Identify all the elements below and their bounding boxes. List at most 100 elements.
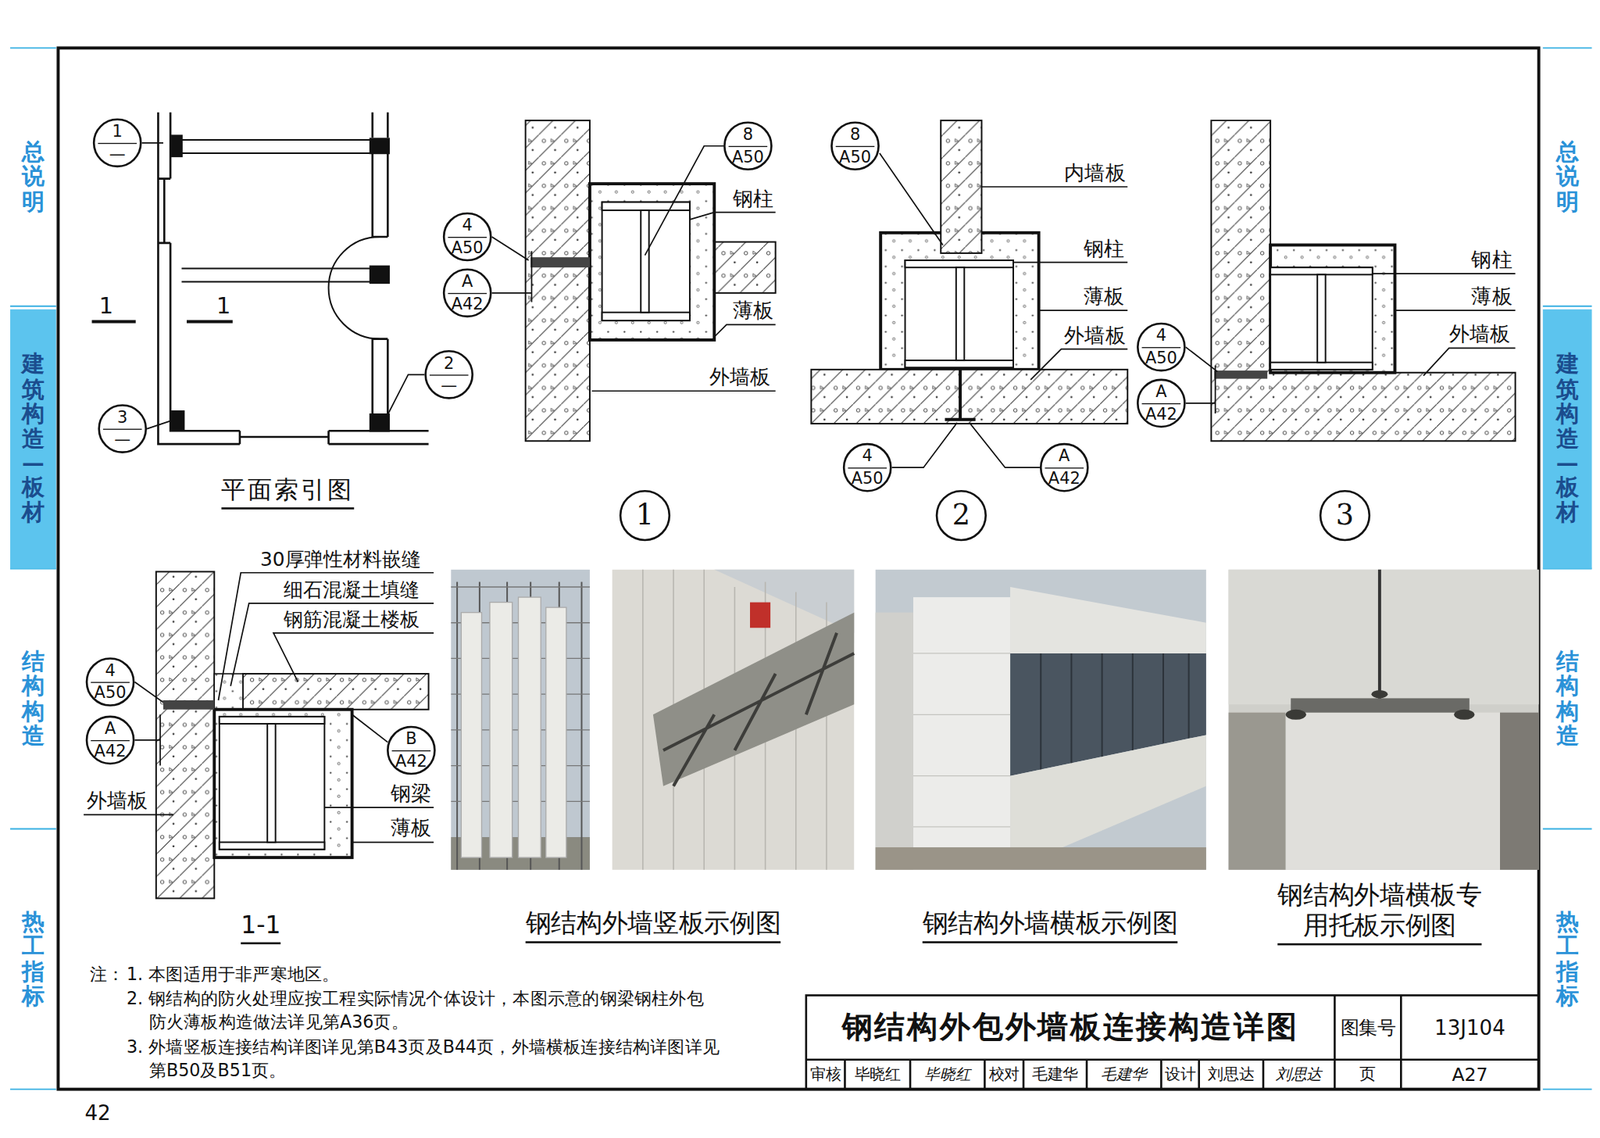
column-mark [369, 265, 390, 285]
connector-plate [944, 369, 975, 420]
callout-number: 8 [832, 124, 878, 145]
photo-vertical-install [663, 632, 854, 786]
plan-wall [328, 236, 380, 340]
leader-line [1185, 273, 1516, 414]
column-mark [170, 134, 183, 158]
steel-beam [267, 723, 275, 843]
leader-line [1185, 273, 1516, 414]
photo-horizontal-panels [1010, 586, 1207, 654]
index-callout: 4A50 [1136, 322, 1186, 372]
divider-line [835, 145, 875, 147]
title-block [806, 994, 1540, 1089]
figure-number: 2 [935, 489, 987, 541]
photo-vertical-panels [457, 581, 582, 869]
steel-column [602, 202, 690, 322]
photo-horizontal-panels [875, 846, 1207, 870]
divider-line [392, 749, 432, 751]
steel-column [905, 360, 1014, 368]
section-mark [92, 319, 233, 323]
index-callout: 2— [424, 350, 474, 400]
index-callout: AA42 [85, 715, 136, 765]
photo-horizontal-panels [875, 569, 1207, 870]
wall-panel-section [1210, 120, 1515, 441]
photo-support-plate [1378, 569, 1382, 704]
part-label: 薄板 [1083, 283, 1125, 308]
leader-line [492, 146, 776, 391]
index-callout: AA42 [1039, 442, 1090, 493]
plan-wall [157, 112, 429, 444]
figure-number-text: 2 [952, 500, 971, 530]
divider-line [429, 374, 469, 376]
photo-vertical-panels [518, 596, 542, 858]
callout-sheet: — [426, 375, 472, 397]
index-callout: BA42 [386, 725, 436, 775]
callout-number: 4 [87, 660, 133, 681]
steel-beam [219, 716, 325, 850]
tab-rule [10, 47, 1592, 1089]
photo-support-plate [1228, 569, 1540, 870]
divider-line [847, 467, 887, 469]
leader-line [83, 572, 434, 843]
divider-line [97, 142, 137, 144]
divider-line [1044, 467, 1084, 469]
side-tab: 热工指标 [1542, 828, 1593, 1090]
callout-sheet: A50 [844, 468, 890, 490]
callout-sheet: A42 [87, 740, 133, 761]
figure-number-text: 1 [635, 500, 654, 530]
tab-label: 热工指标 [1556, 909, 1579, 1008]
photo-horizontal-panels [913, 653, 1011, 827]
wall-panel-section [1210, 120, 1515, 441]
column-mark [170, 134, 390, 432]
divider-line [728, 145, 768, 147]
table-cell-text: 校对 [989, 1064, 1020, 1084]
part-label: 钢筋混凝土楼板 [283, 607, 420, 631]
photo-caption: 钢结构外墙横板示例图 [922, 907, 1179, 943]
part-label: 外墙板 [709, 364, 771, 389]
part-label: 薄板 [1471, 283, 1512, 308]
table-cell-text: 毛建华 [1032, 1064, 1079, 1084]
table-cell-text: 设计 [1164, 1064, 1196, 1084]
steel-column [905, 260, 1014, 268]
section-mark-label: 1 [99, 292, 114, 320]
table-cell: 毛建华 [1023, 1059, 1087, 1090]
figure-number: 1 [619, 489, 671, 541]
table-cell: 13J104 [1400, 994, 1539, 1059]
side-tab: 结构构造 [10, 568, 57, 829]
steel-beam [219, 716, 325, 724]
callout-number: 4 [1139, 325, 1184, 347]
part-label: 内墙板 [1064, 160, 1125, 185]
plan-wall [181, 139, 372, 283]
signature: 毕晓红 [924, 1064, 971, 1084]
photo-vertical-panels [546, 607, 567, 858]
signature: 毛建华 [1100, 1064, 1147, 1084]
section-mark-label: 1 [216, 292, 231, 320]
tab-label: 建筑构造—板材 [21, 352, 45, 525]
elastic-joint [530, 257, 590, 268]
callout-sheet: A50 [87, 682, 133, 704]
part-label: 钢梁 [390, 780, 432, 805]
photo-vertical-install [653, 612, 854, 786]
figure-title: 1-1 [240, 910, 281, 944]
callout-sheet: A42 [389, 750, 434, 772]
index-callout: AA42 [442, 268, 493, 318]
index-callout: 8A50 [830, 121, 880, 171]
fine-concrete-fill [214, 673, 243, 710]
callout-sheet: A50 [1139, 347, 1184, 368]
wall-panel-section [810, 369, 1128, 424]
photo-support-plate [1453, 709, 1475, 720]
side-tab: 结构构造 [1542, 568, 1593, 829]
steel-column [1270, 267, 1373, 275]
table-cell: 图集号 [1334, 994, 1401, 1059]
fireproof-board [214, 709, 352, 858]
divider-line [90, 739, 130, 741]
callout-number: B [389, 728, 434, 750]
index-callout: 1— [92, 118, 143, 168]
callout-sheet: — [100, 429, 145, 450]
index-callout: 4A50 [442, 212, 493, 262]
tab-label: 结构构造 [21, 649, 45, 748]
steel-column [905, 260, 1014, 368]
photo-caption: 钢结构外墙横板专用托板示例图 [1277, 879, 1482, 946]
part-label: 外墙板 [1449, 321, 1511, 346]
part-label: 细石混凝土填缝 [283, 577, 420, 601]
